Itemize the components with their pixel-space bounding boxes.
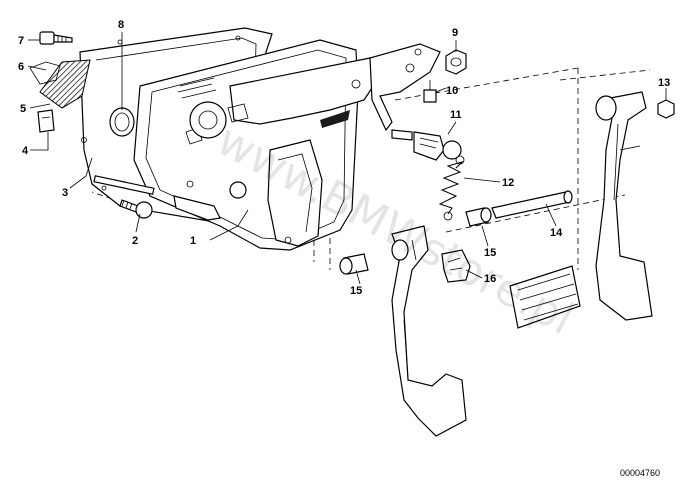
bushing-upper [465, 207, 492, 227]
bushing-lower [339, 253, 369, 275]
bolt [39, 31, 73, 45]
callout-9: 9 [452, 27, 458, 39]
callout-10: 10 [446, 85, 458, 97]
document-number: 00004760 [620, 468, 660, 478]
callout-8: 8 [118, 19, 124, 31]
pedal-bracket [133, 39, 377, 251]
callout-16: 16 [484, 273, 496, 285]
callout-4: 4 [22, 145, 29, 157]
brake-light-switch [391, 129, 462, 161]
callout-6: 6 [18, 61, 24, 73]
clutch-lever [369, 43, 441, 132]
pivot-shaft [491, 190, 573, 219]
rubber-plug [109, 107, 135, 137]
bracket-clip [173, 195, 221, 221]
callout-12: 12 [502, 177, 514, 189]
hex-nut [445, 49, 467, 75]
callout-1: 1 [190, 235, 196, 247]
callout-15-upper: 15 [484, 247, 496, 259]
return-spring [438, 155, 465, 221]
leader-lines [27, 32, 667, 285]
callout-7: 7 [18, 35, 24, 47]
brake-pedal [391, 225, 467, 437]
callout-3: 3 [62, 187, 68, 199]
pedal-clip [441, 249, 471, 283]
callout-13: 13 [658, 77, 670, 89]
callout-labels: 1 2 3 4 5 6 7 8 9 10 11 12 13 14 15 15 1… [18, 19, 670, 297]
speed-nut [37, 109, 55, 133]
callout-2: 2 [132, 235, 138, 247]
pedal-nut [657, 99, 675, 119]
hex-bolt [423, 80, 437, 103]
screw [93, 175, 155, 219]
pedal-pad [509, 265, 581, 329]
callout-14: 14 [550, 227, 563, 239]
callout-5: 5 [20, 103, 26, 115]
callout-11: 11 [450, 109, 462, 121]
callout-15-lower: 15 [350, 285, 362, 297]
clutch-pedal [595, 91, 653, 321]
